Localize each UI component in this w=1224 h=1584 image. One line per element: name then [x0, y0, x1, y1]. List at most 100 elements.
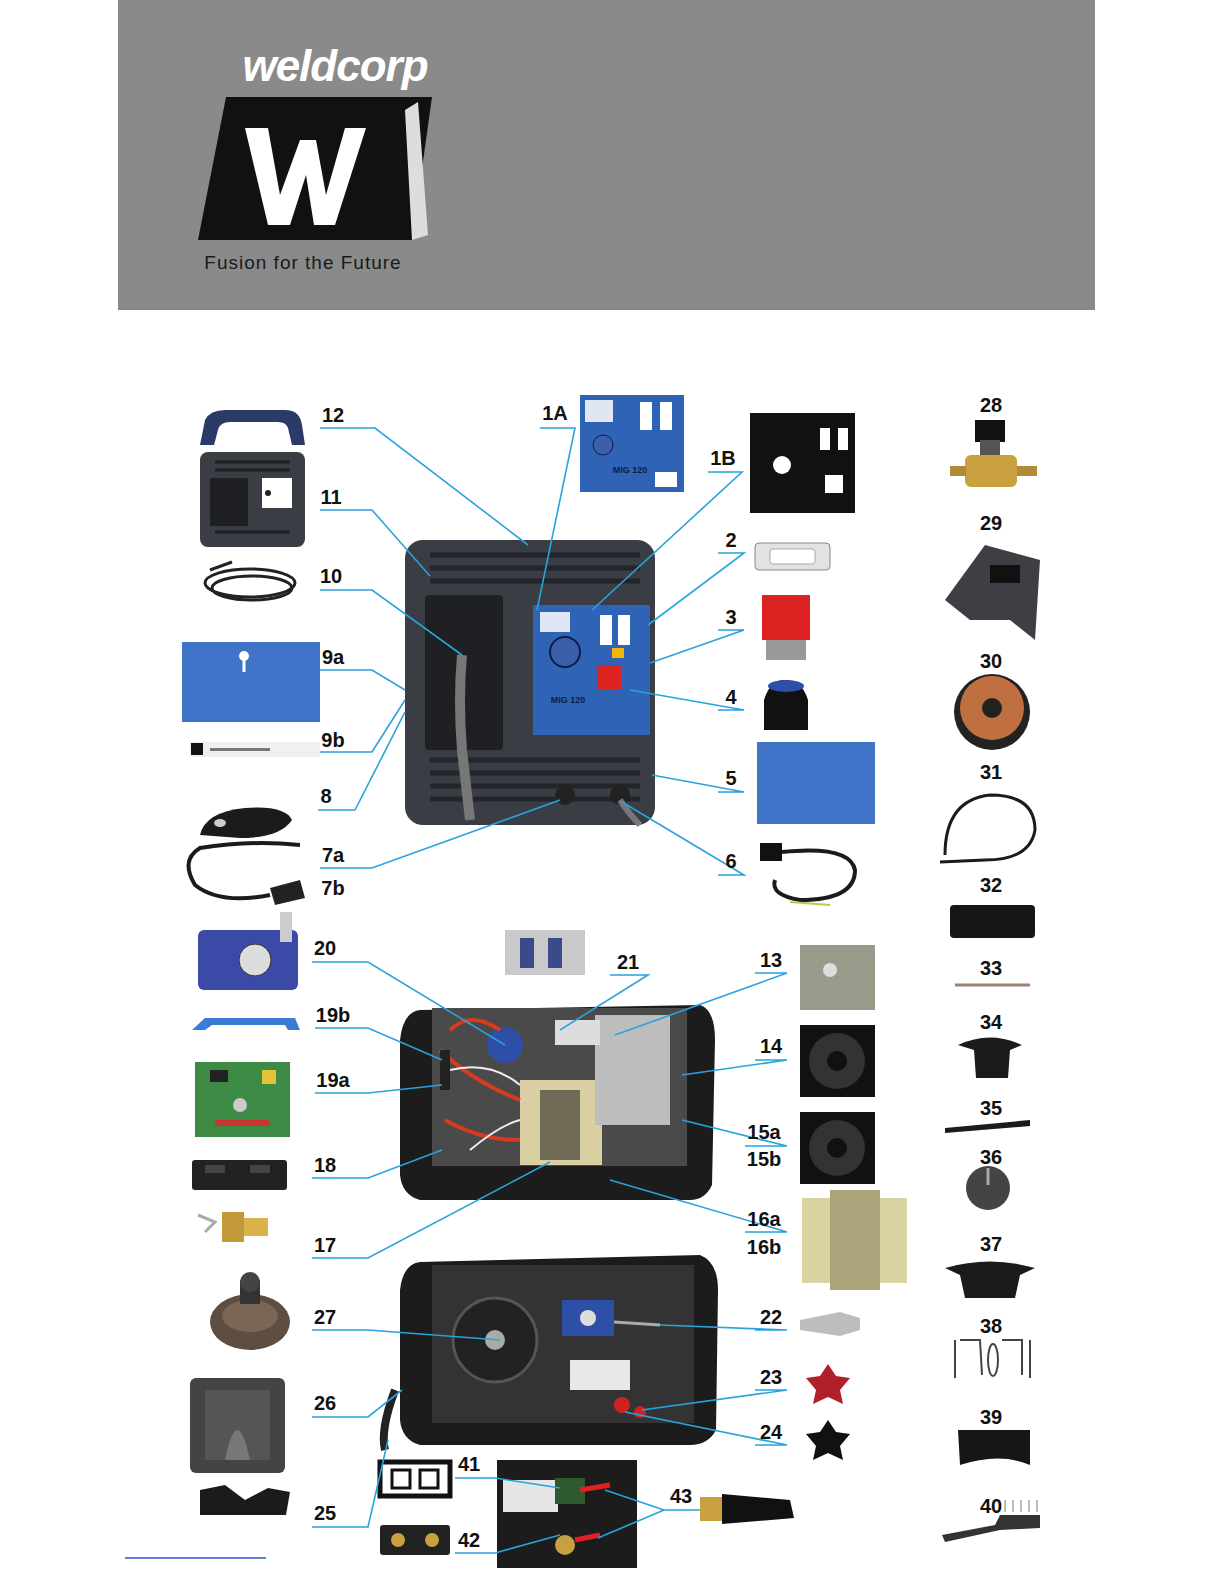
- callout-number: 2: [725, 530, 736, 550]
- callout-number: 16b: [747, 1237, 781, 1257]
- callout-number: 19a: [316, 1070, 349, 1090]
- frame-part: [380, 1462, 450, 1496]
- callout-number: 28: [980, 395, 1002, 415]
- knob: [806, 1364, 850, 1404]
- leader-line: [610, 1180, 787, 1232]
- bracket: [192, 1018, 300, 1030]
- spool-holder: [210, 1272, 290, 1350]
- knob: [764, 680, 808, 730]
- welder-interior: [400, 1005, 715, 1200]
- leader-line: [592, 472, 742, 610]
- leader-line: [642, 1390, 787, 1410]
- vent-panel: [190, 1378, 285, 1473]
- leader-line: [625, 1412, 787, 1445]
- leader-line: [312, 1162, 550, 1258]
- cover-part: [200, 808, 292, 839]
- switch: [755, 543, 830, 570]
- callout-number: 7b: [321, 878, 344, 898]
- callout-number: 9b: [321, 730, 344, 750]
- pin: [955, 984, 1030, 987]
- leader-line: [320, 700, 405, 752]
- panel-decal: [580, 395, 684, 492]
- leader-line: [605, 1490, 664, 1510]
- connector: [700, 1494, 794, 1524]
- callout-number: 13: [760, 950, 782, 970]
- handle: [200, 410, 305, 445]
- leader-line: [318, 712, 405, 810]
- callout-number: 29: [980, 513, 1002, 533]
- fan: [800, 1112, 875, 1184]
- housing: [200, 452, 305, 547]
- callout-number: 34: [980, 1012, 1002, 1032]
- callout-number: 30: [980, 651, 1002, 671]
- callout-number: 35: [980, 1098, 1002, 1118]
- leader-line: [312, 1440, 388, 1527]
- leader-line: [312, 1390, 402, 1417]
- inset-photo: [497, 1460, 637, 1568]
- cap: [945, 1262, 1035, 1299]
- board: [800, 945, 875, 1010]
- nozzle: [800, 1312, 860, 1336]
- callout-number: 15a: [747, 1122, 780, 1142]
- callout-number: 18: [314, 1155, 336, 1175]
- wire-feeder: [198, 912, 298, 990]
- fan: [800, 1025, 875, 1097]
- leader-line: [312, 962, 505, 1045]
- panel-text: MIG 120: [551, 696, 586, 705]
- callout-number: 42: [458, 1530, 480, 1550]
- chain: [955, 1340, 1030, 1378]
- leader-line: [455, 1478, 560, 1488]
- callout-number: 5: [725, 768, 736, 788]
- leader-line: [537, 428, 575, 610]
- callout-number: 40: [980, 1496, 1002, 1516]
- callout-number: 26: [314, 1393, 336, 1413]
- leader-line: [315, 1028, 442, 1060]
- thermostat: [198, 1212, 268, 1242]
- power-cord: [760, 843, 855, 905]
- liner: [945, 1120, 1030, 1133]
- callout-number: 3: [725, 607, 736, 627]
- leader-line: [622, 802, 744, 875]
- header-band: [118, 0, 1095, 310]
- regulator: [950, 420, 1037, 487]
- leader-line: [682, 1060, 787, 1075]
- logo-stroke: [405, 102, 428, 240]
- side-panel: [182, 642, 320, 722]
- callout-number: 7a: [322, 845, 344, 865]
- callout-number: 39: [980, 1407, 1002, 1427]
- callout-number: 31: [980, 762, 1002, 782]
- terminal-cover: [192, 1160, 287, 1190]
- leader-line: [320, 800, 560, 868]
- logo-text: weldcorp: [242, 44, 427, 88]
- callout-number: 37: [980, 1234, 1002, 1254]
- callout-number: 1B: [710, 448, 736, 468]
- logo-w: [245, 128, 366, 225]
- callout-number: 27: [314, 1307, 336, 1327]
- leader-line: [682, 1120, 787, 1146]
- panel-plate: [750, 413, 855, 513]
- callout-number: 22: [760, 1307, 782, 1327]
- callout-number: 33: [980, 958, 1002, 978]
- foot: [200, 1485, 290, 1515]
- callout-number: 16a: [747, 1209, 780, 1229]
- leader-line: [664, 1509, 700, 1511]
- callout-number: 17: [314, 1235, 336, 1255]
- callout-number: 23: [760, 1367, 782, 1387]
- welder-front: [405, 540, 655, 825]
- tagline: Fusion for the Future: [204, 253, 401, 272]
- callout-number: 41: [458, 1454, 480, 1474]
- callout-number: 36: [980, 1147, 1002, 1167]
- bracket: [958, 1430, 1030, 1465]
- callout-number: 8: [320, 786, 331, 806]
- callout-number: 24: [760, 1422, 782, 1442]
- leader-line: [650, 630, 744, 663]
- transformer: [802, 1190, 907, 1290]
- helmet: [945, 545, 1040, 640]
- callout-number: 43: [670, 1486, 692, 1506]
- cover: [950, 905, 1035, 938]
- torch-cable: [205, 562, 295, 600]
- knob: [806, 1420, 850, 1460]
- callout-number: 38: [980, 1316, 1002, 1336]
- pcb: [195, 1062, 290, 1137]
